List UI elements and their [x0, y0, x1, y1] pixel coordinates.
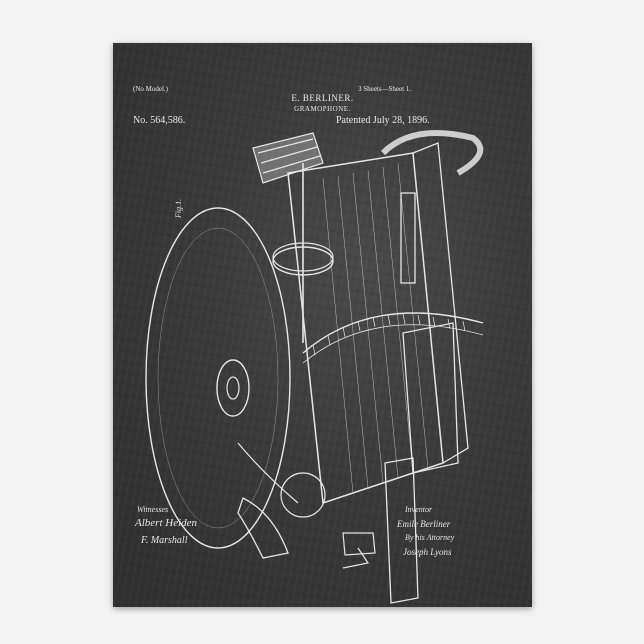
attorney-line: By his Attorney: [405, 533, 455, 542]
patent-title: GRAMOPHONE.: [294, 105, 351, 113]
svg-text:Fig.1.: Fig.1.: [174, 199, 183, 219]
patent-poster: (No Model.) 3 Sheets—Sheet 1. E. BERLINE…: [113, 43, 532, 607]
inventor-name: E. BERLINER.: [291, 93, 354, 103]
witnesses-label: Witnesses: [137, 505, 169, 514]
witness-signature-1: Albert Heiden: [135, 517, 198, 529]
sheets-label: 3 Sheets—Sheet 1.: [358, 85, 412, 93]
record-disc-icon: [145, 207, 291, 549]
patent-number: No. 564,586.: [133, 115, 186, 126]
inventor-signature: Emile Berliner: [397, 519, 451, 529]
witness-signature-2: F. Marshall: [141, 535, 188, 546]
attorney-signature: Joseph Lyons: [403, 547, 452, 557]
inventor-label: Inventor: [405, 505, 433, 514]
no-model-label: (No Model.): [133, 85, 168, 93]
patent-date: Patented July 28, 1896.: [336, 115, 430, 126]
gramophone-drawing: Fig.1.: [145, 130, 484, 604]
